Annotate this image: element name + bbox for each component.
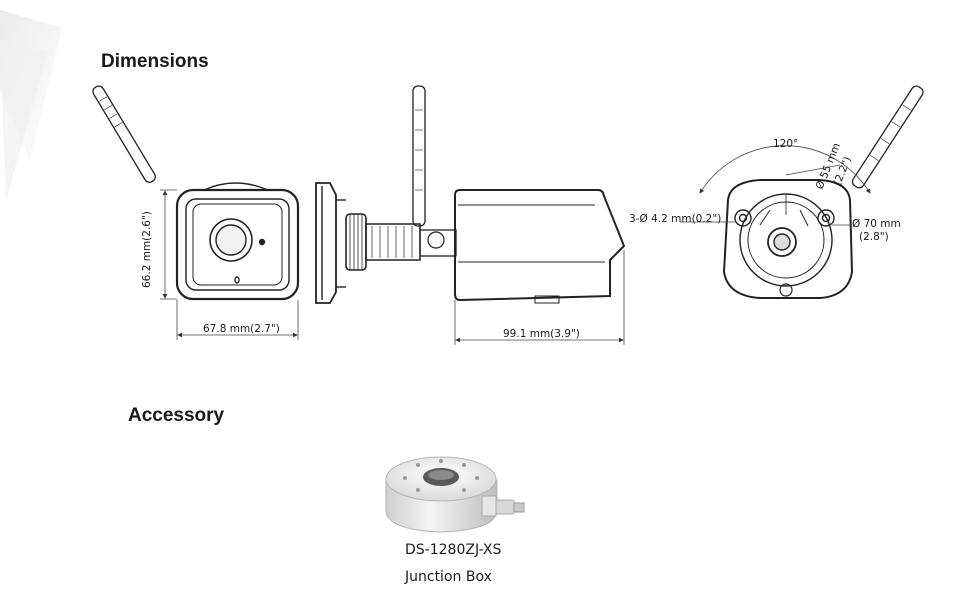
holes-dimension-label: 3-Ø 4.2 mm(0.2") bbox=[629, 213, 721, 225]
junction-box-image bbox=[385, 456, 525, 533]
accessory-heading: Accessory bbox=[128, 405, 225, 426]
side-dimension-lines bbox=[454, 250, 625, 345]
accessory-model: DS-1280ZJ-XS bbox=[405, 542, 502, 558]
angle-label: 120° bbox=[773, 138, 798, 150]
length-dimension-label: 99.1 mm(3.9") bbox=[503, 328, 580, 340]
camera-side-view bbox=[315, 85, 626, 304]
width-dimension-label: 67.8 mm(2.7") bbox=[203, 323, 280, 335]
front-dimension-lines bbox=[160, 189, 299, 340]
outer-diameter-inch-label: (2.8") bbox=[859, 231, 889, 243]
accessory-name: Junction Box bbox=[405, 569, 492, 585]
decorative-corner-shape bbox=[0, 10, 62, 200]
camera-front-view bbox=[92, 85, 300, 301]
height-dimension-label: 66.2 mm(2.6") bbox=[141, 211, 153, 288]
camera-rear-view bbox=[722, 85, 924, 299]
rear-dimension-lines bbox=[680, 145, 871, 226]
outer-diameter-label: Ø 70 mm bbox=[852, 218, 901, 230]
dimensions-heading: Dimensions bbox=[101, 51, 209, 72]
